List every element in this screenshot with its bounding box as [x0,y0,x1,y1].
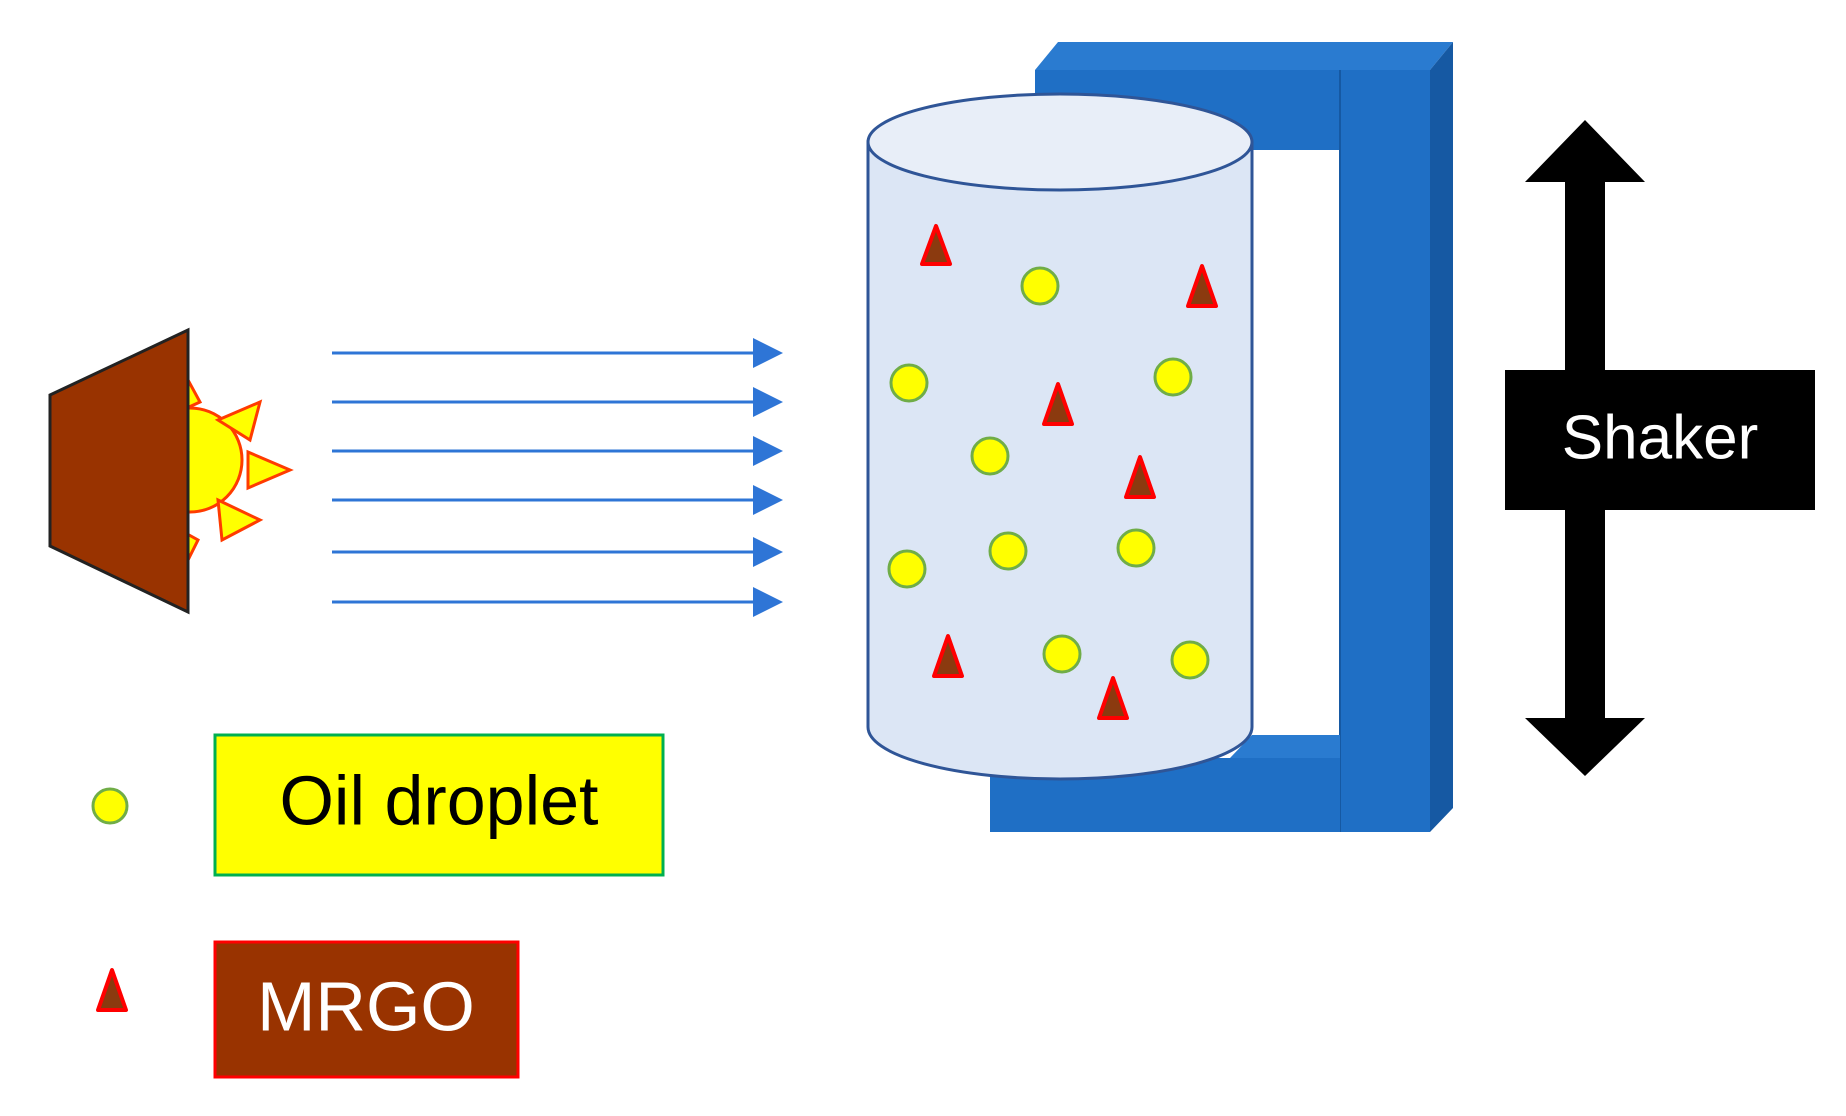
mrgo-particle [1042,382,1074,426]
oil-droplet [887,549,927,589]
shaker-label-box [1505,370,1815,510]
mrgo-label: MRGO [257,967,475,1045]
oil-droplet [889,363,929,403]
mrgo-particle [1124,455,1156,499]
light-source [48,327,294,615]
legend: Oil droplet MRGO [91,733,665,1079]
mrgo-particle [1097,676,1129,720]
oil-droplet [970,436,1010,476]
mrgo-particle [932,634,964,678]
oil-droplet [1170,640,1210,680]
mrgo-particle [920,224,952,266]
mrgo-particle [1186,264,1218,308]
oil-droplets [887,266,1210,680]
oil-droplet-legend-icon [91,787,129,825]
oil-droplet [1153,357,1193,397]
oil-droplet-label-box [213,733,665,877]
shaker-bracket [990,42,1453,832]
oil-droplet-label: Oil droplet [279,761,598,839]
oil-droplet [988,531,1028,571]
mrgo-legend-icon [96,968,128,1012]
oil-droplet [1042,634,1082,674]
mrgo-label-box [213,940,520,1079]
oil-droplet [1116,528,1156,568]
shaker-label: Shaker [1562,403,1758,472]
beaker [866,92,1254,781]
lamp-body [48,327,190,615]
oil-droplet [1020,266,1060,306]
light-rays [332,338,783,617]
mrgo-particles [920,224,1218,720]
